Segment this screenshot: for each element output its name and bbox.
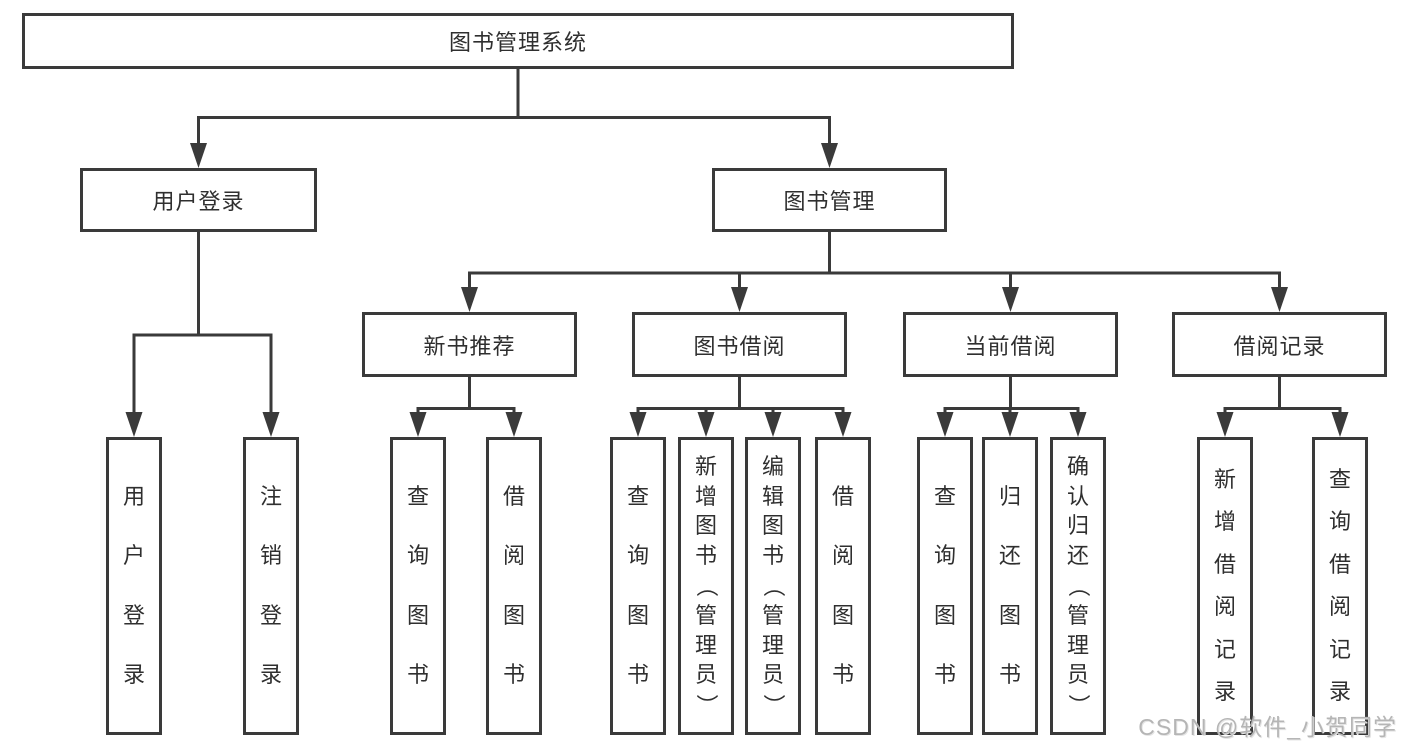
arrowhead-down-icon	[505, 412, 523, 437]
node-borrowing-records: 借阅记录	[1172, 312, 1387, 377]
leaf-borrow-books-recommend: 借阅图书	[486, 437, 542, 735]
node-new-book-recommend: 新书推荐	[362, 312, 577, 377]
leaf-user-login: 用户登录	[106, 437, 162, 735]
node-user-login: 用户登录	[80, 168, 317, 232]
arrowhead-down-icon	[764, 412, 782, 437]
leaf-add-borrow-record: 新增借阅记录	[1197, 437, 1253, 735]
node-book-management: 图书管理	[712, 168, 947, 232]
arrowhead-down-icon	[731, 287, 748, 312]
arrowhead-down-icon	[1069, 412, 1087, 437]
leaf-query-books-borrow: 查询图书	[610, 437, 666, 735]
arrowhead-down-icon	[190, 143, 207, 168]
csdn-watermark: CSDN @软件_小贺同学	[1138, 714, 1397, 740]
arrowhead-down-icon	[629, 412, 647, 437]
leaf-return-books: 归还图书	[982, 437, 1038, 735]
leaf-query-books-current: 查询图书	[917, 437, 973, 735]
arrowhead-down-icon	[461, 287, 478, 312]
arrowhead-down-icon	[1216, 412, 1234, 437]
leaf-query-books-recommend: 查询图书	[390, 437, 446, 735]
leaf-confirm-return-admin: 确认归还（管理员）	[1050, 437, 1106, 735]
leaf-edit-books-admin: 编辑图书（管理员）	[745, 437, 801, 735]
node-root-book-management-system: 图书管理系统	[22, 13, 1014, 69]
arrowhead-down-icon	[1271, 287, 1288, 312]
arrowhead-down-icon	[262, 412, 280, 437]
leaf-logout: 注销登录	[243, 437, 299, 735]
arrowhead-down-icon	[1002, 287, 1019, 312]
arrowhead-down-icon	[821, 143, 838, 168]
leaf-query-borrow-record: 查询借阅记录	[1312, 437, 1368, 735]
node-current-borrowing: 当前借阅	[903, 312, 1118, 377]
arrowhead-down-icon	[1001, 412, 1019, 437]
arrowhead-down-icon	[834, 412, 852, 437]
arrowhead-down-icon	[697, 412, 715, 437]
node-book-borrowing: 图书借阅	[632, 312, 847, 377]
arrowhead-down-icon	[936, 412, 954, 437]
arrowhead-down-icon	[409, 412, 427, 437]
leaf-borrow-books: 借阅图书	[815, 437, 871, 735]
leaf-add-books-admin: 新增图书（管理员）	[678, 437, 734, 735]
arrowhead-down-icon	[125, 412, 143, 437]
arrowhead-down-icon	[1331, 412, 1349, 437]
